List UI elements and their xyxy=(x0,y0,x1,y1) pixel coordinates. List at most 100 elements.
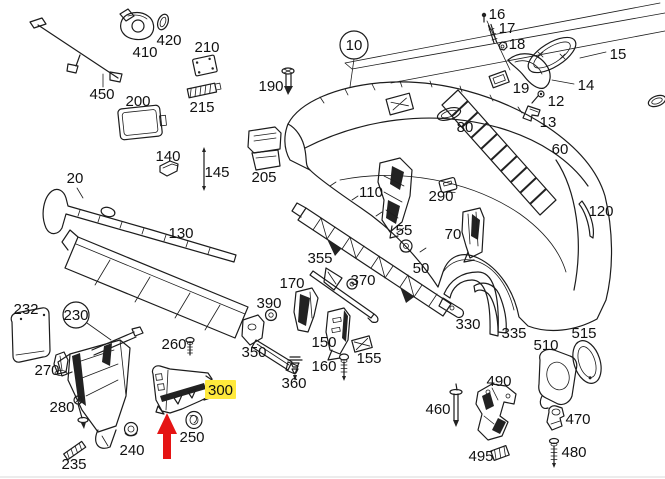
support-rod-355-drawing xyxy=(309,267,379,323)
part-label-270: 270 xyxy=(34,362,59,379)
strip-215-drawing xyxy=(186,82,222,99)
part-label-13: 13 xyxy=(540,114,557,131)
part-label-190: 190 xyxy=(258,78,283,95)
part-label-80: 80 xyxy=(457,119,474,136)
part-label-210: 210 xyxy=(194,39,219,56)
part-label-55: 55 xyxy=(396,222,413,239)
bumper-cover-10-drawing xyxy=(284,80,613,332)
part-label-170: 170 xyxy=(279,275,304,292)
part-label-280: 280 xyxy=(49,399,74,416)
part-label-16: 16 xyxy=(489,6,506,23)
part-label-230: 230 xyxy=(63,307,88,324)
part-label-450: 450 xyxy=(89,86,114,103)
module-210-drawing xyxy=(192,54,218,77)
clip-155-drawing xyxy=(351,335,373,353)
grommet-250-drawing xyxy=(185,410,203,430)
part-label-200: 200 xyxy=(125,93,150,110)
bracket-350-drawing xyxy=(241,314,299,375)
circled-callout-10: 10 xyxy=(339,30,369,88)
part-label-360: 360 xyxy=(281,375,306,392)
bracket-assembly-230-drawing xyxy=(57,326,144,449)
seal-right-drawing xyxy=(647,94,665,108)
part-label-410: 410 xyxy=(132,44,157,61)
bracket-110-drawing xyxy=(377,157,413,239)
part-label-140: 140 xyxy=(155,148,180,165)
part-label-215: 215 xyxy=(189,99,214,116)
sensor-ring-420-drawing xyxy=(156,13,170,31)
part-label-510: 510 xyxy=(533,337,558,354)
control-unit-200-drawing xyxy=(117,104,167,141)
part-label-60: 60 xyxy=(552,141,569,158)
trim-moulding-20-drawing xyxy=(42,187,237,263)
screw-280-drawing xyxy=(73,395,89,429)
part-label-495: 495 xyxy=(468,448,493,465)
part-label-370: 370 xyxy=(350,272,375,289)
part-label-145: 145 xyxy=(204,164,229,181)
red-pointer-arrow xyxy=(157,413,177,459)
wheel-arch-trim-330-drawing xyxy=(443,271,499,337)
parking-sensor-410-drawing xyxy=(119,8,155,41)
part-label-460: 460 xyxy=(425,401,450,418)
bracket-270-drawing xyxy=(53,351,69,376)
part-label-110: 110 xyxy=(359,184,383,201)
clip-13-drawing xyxy=(522,105,541,122)
bracket-70-drawing xyxy=(461,207,485,263)
impact-bar-50-drawing xyxy=(291,202,465,319)
part-number-labels: 450 410 420 210 215 200 190 16 17 18 15 … xyxy=(13,6,626,473)
part-label-70: 70 xyxy=(445,226,462,243)
bracket-150-drawing xyxy=(325,307,351,361)
rivet-360-drawing xyxy=(287,356,303,381)
part-label-18: 18 xyxy=(509,36,526,53)
part-label-260: 260 xyxy=(161,336,186,353)
bracket-170-drawing xyxy=(293,287,319,333)
pad-19-drawing xyxy=(488,70,510,89)
part-label-250: 250 xyxy=(179,429,204,446)
part-label-515: 515 xyxy=(571,325,596,342)
part-label-50: 50 xyxy=(413,260,430,277)
module-205-drawing xyxy=(247,126,282,171)
part-label-12: 12 xyxy=(548,93,565,110)
strip-235-drawing xyxy=(63,440,87,461)
step-pad-60-drawing xyxy=(441,89,557,216)
rivet-460-drawing xyxy=(449,383,463,427)
part-label-335: 335 xyxy=(501,325,526,342)
part-label-160: 160 xyxy=(311,358,336,375)
circled-callout-230: 230 xyxy=(62,301,112,341)
part-label-130: 130 xyxy=(168,225,193,242)
part-label-330: 330 xyxy=(455,316,480,333)
part-label-120: 120 xyxy=(588,203,613,220)
part-label-19: 19 xyxy=(513,80,530,97)
diffuser-130-drawing xyxy=(61,229,249,339)
part-label-17: 17 xyxy=(499,20,516,37)
pin-145-drawing xyxy=(202,147,206,191)
part-label-470: 470 xyxy=(565,411,590,428)
part-label-20: 20 xyxy=(67,170,84,187)
nut-240-drawing xyxy=(123,421,139,437)
strip-120-drawing xyxy=(578,200,595,239)
clip-290-drawing xyxy=(438,176,458,194)
part-label-155: 155 xyxy=(356,350,381,367)
wheel-arch-trim-335-drawing xyxy=(473,282,507,334)
rivet-190-drawing xyxy=(281,67,295,95)
bolt-12-drawing xyxy=(531,90,545,104)
screw-160-drawing xyxy=(338,353,350,381)
nut-370-drawing xyxy=(346,278,358,290)
part-label-420: 420 xyxy=(156,32,181,49)
clip-495-drawing xyxy=(490,444,510,462)
part-label-150: 150 xyxy=(311,334,336,351)
housing-510-drawing xyxy=(538,348,578,409)
bracket-14-drawing xyxy=(507,53,575,89)
bolt-480-drawing xyxy=(548,437,560,468)
holder-470-drawing xyxy=(546,405,565,431)
panel-232-drawing xyxy=(10,307,51,363)
part-label-480: 480 xyxy=(561,444,586,461)
leader-16-17-18 xyxy=(486,20,511,71)
seal-80-drawing xyxy=(436,106,462,122)
part-label-205: 205 xyxy=(251,169,276,186)
screw-260-drawing xyxy=(185,336,195,356)
bracket-300-drawing xyxy=(151,365,213,415)
part-label-300: 300 xyxy=(208,382,233,399)
bracket-490-drawing xyxy=(475,383,517,441)
part-label-355: 355 xyxy=(307,250,332,267)
